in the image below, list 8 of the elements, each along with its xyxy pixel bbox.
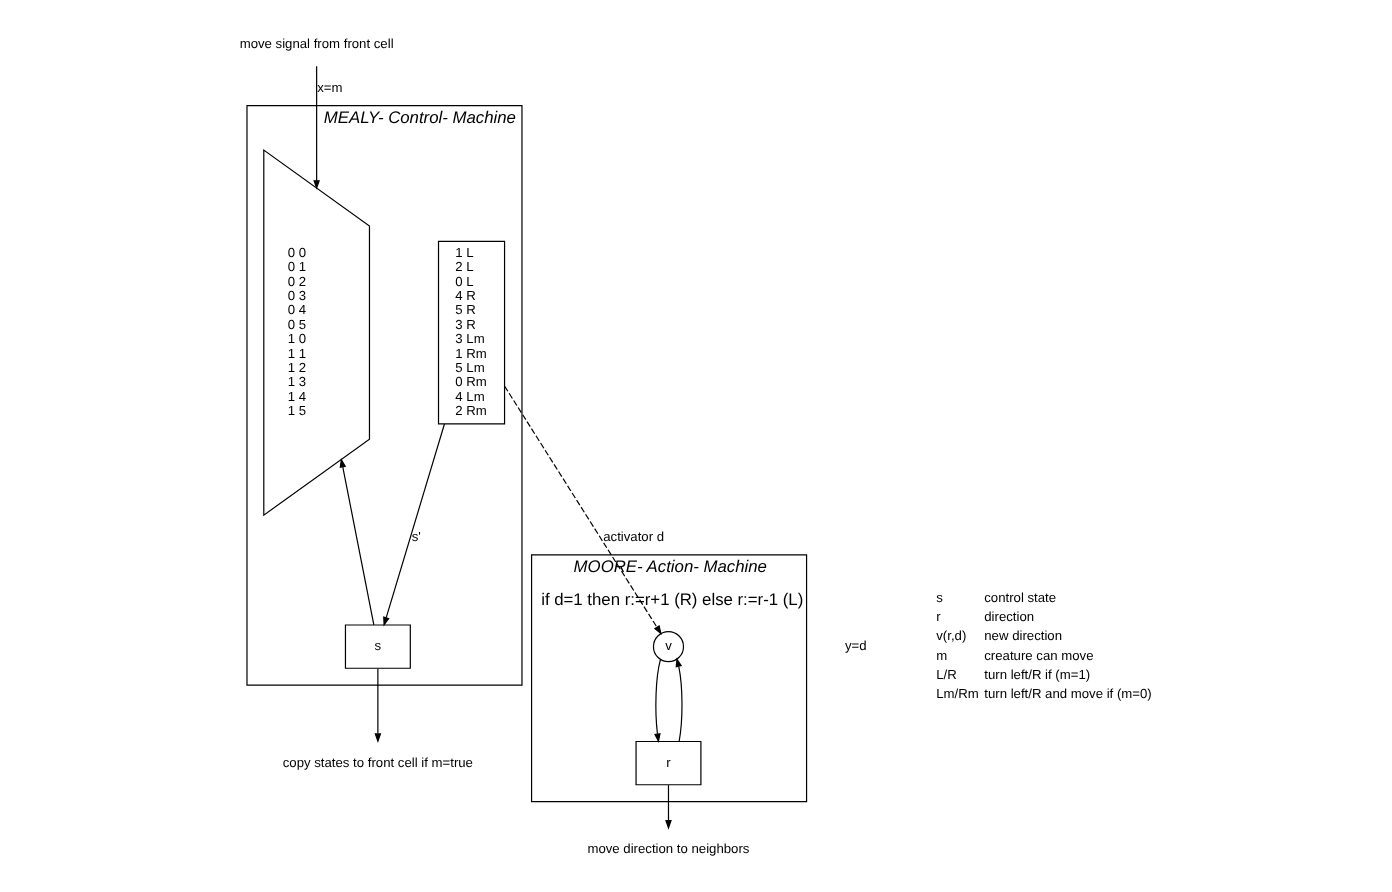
- arrow: [382, 422, 445, 626]
- arrow: [312, 64, 319, 189]
- arrow: [664, 783, 671, 829]
- arrow: [503, 384, 661, 634]
- arrow: [373, 667, 381, 742]
- arrow: [653, 658, 661, 742]
- arrow: [674, 656, 682, 741]
- arrow: [338, 456, 374, 625]
